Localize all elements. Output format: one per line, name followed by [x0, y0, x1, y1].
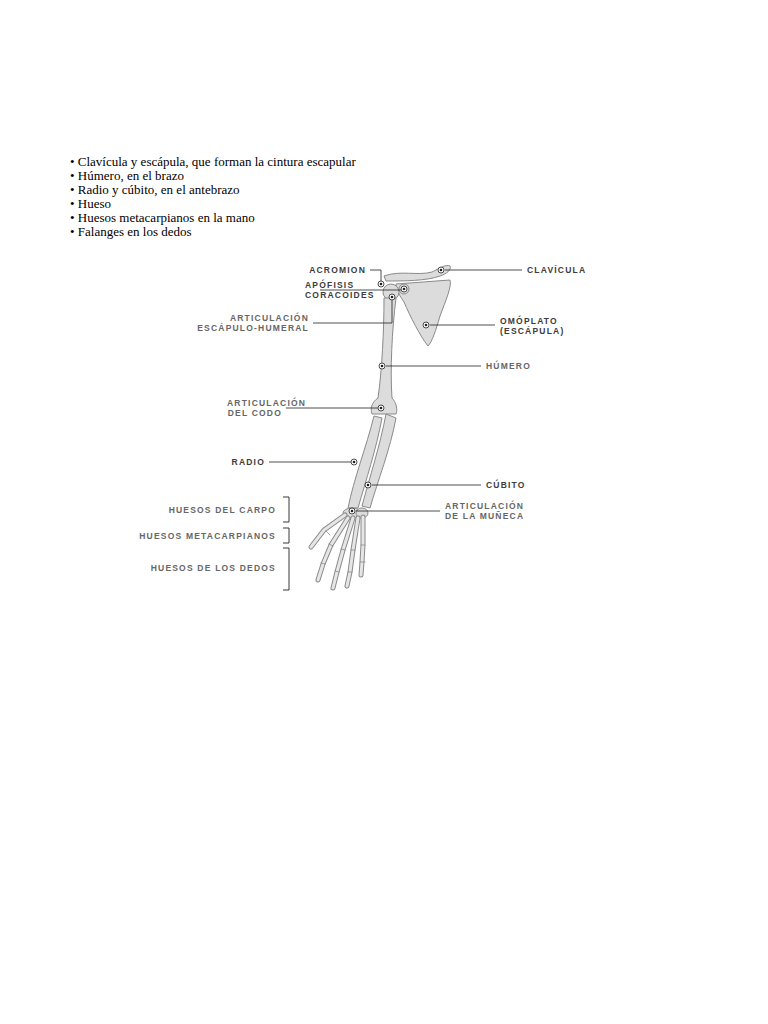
- drawing-part: [283, 548, 289, 590]
- drawing-part: [321, 531, 365, 572]
- drawing-part: [356, 511, 440, 512]
- drawing-part: [445, 270, 522, 271]
- drawing-part: [311, 515, 363, 588]
- drawing-part: [269, 462, 351, 463]
- drawing-part: [313, 300, 392, 323]
- bullet-text: • Huesos metacarpianos en la mano: [70, 211, 255, 225]
- drawing-part: [378, 405, 384, 411]
- drawing-part: [286, 408, 378, 409]
- drawing-part: [384, 265, 450, 281]
- drawing-part: [311, 515, 363, 588]
- drawing-part: [326, 531, 330, 535]
- drawing-part: [351, 510, 354, 513]
- part-label: CÚBITO: [486, 480, 526, 490]
- drawing-part: [283, 528, 289, 543]
- drawing-part: [341, 549, 345, 550]
- drawing-part: [386, 366, 481, 367]
- leader-dots: [349, 267, 444, 514]
- part-label: ARTICULACIÓN DE LA MUÑECA: [445, 501, 525, 521]
- drawing-part: [362, 414, 396, 508]
- drawing-part: [380, 283, 383, 286]
- bones: [343, 265, 450, 518]
- drawing-part: [283, 497, 289, 522]
- drawing-part: [348, 572, 352, 573]
- drawing-part: [367, 484, 370, 487]
- drawing-part: [370, 270, 381, 282]
- drawing-part: [351, 550, 355, 551]
- part-label: RADIO: [232, 457, 265, 467]
- brackets: [283, 497, 289, 590]
- drawing-part: [381, 365, 384, 368]
- drawing-part: [361, 517, 363, 575]
- drawing-part: [335, 571, 339, 572]
- part-label: CLAVÍCULA: [527, 265, 586, 275]
- drawing-part: [351, 459, 357, 465]
- drawing-part: [349, 508, 355, 514]
- drawing-part: [347, 518, 358, 586]
- fingers: [311, 515, 365, 588]
- part-label: HÚMERO: [486, 361, 531, 371]
- drawing-part: [438, 267, 444, 273]
- drawing-part: [440, 269, 443, 272]
- drawing-part: [396, 280, 450, 346]
- drawing-part: [403, 288, 406, 291]
- drawing-part: [329, 544, 333, 546]
- part-label: ARTICULACIÓN DEL CODO: [227, 398, 282, 418]
- drawing-part: [425, 324, 428, 327]
- bullet-text: • Falanges en los dedos: [70, 225, 192, 239]
- bullet-text: • Radio y cúbito, en el antebrazo: [70, 183, 240, 197]
- part-label: ACROMION: [309, 265, 366, 275]
- part-label: HUESOS METACARPIANOS: [139, 531, 276, 541]
- drawing-part: [361, 517, 363, 575]
- leader-lines: [269, 270, 522, 511]
- drawing-part: [372, 485, 481, 486]
- part-label: OMÓPLATO (ESCÁPULA): [500, 316, 511, 336]
- drawing-part: [320, 290, 401, 291]
- leader-dot-centers: [351, 269, 443, 513]
- drawing-part: [361, 545, 365, 546]
- drawing-part: [430, 325, 495, 326]
- drawing-part: [401, 286, 407, 292]
- bullet-text: • Húmero, en el brazo: [70, 169, 184, 183]
- drawing-part: [371, 298, 397, 414]
- bullet-text: • Hueso: [70, 197, 111, 211]
- part-label: APÓFISIS CORACOIDES: [305, 280, 316, 300]
- drawing-part: [365, 482, 371, 488]
- drawing-part: [423, 322, 429, 328]
- drawing-part: [379, 363, 385, 369]
- drawing-part: [391, 296, 394, 299]
- drawing-part: [378, 281, 384, 287]
- drawing-part: [321, 563, 325, 564]
- drawing-part: [389, 294, 395, 300]
- part-label: HUESOS DEL CARPO: [169, 505, 276, 515]
- part-label: HUESOS DE LOS DEDOS: [151, 563, 276, 573]
- bullet-text: • Clavícula y escápula, que forman la ci…: [70, 155, 356, 169]
- drawing-part: [353, 461, 356, 464]
- drawing-part: [380, 407, 383, 410]
- drawing-part: [360, 562, 365, 563]
- drawing-part: [399, 284, 409, 294]
- part-label: ARTICULACIÓN ESCÁPULO-HUMERAL: [197, 313, 309, 333]
